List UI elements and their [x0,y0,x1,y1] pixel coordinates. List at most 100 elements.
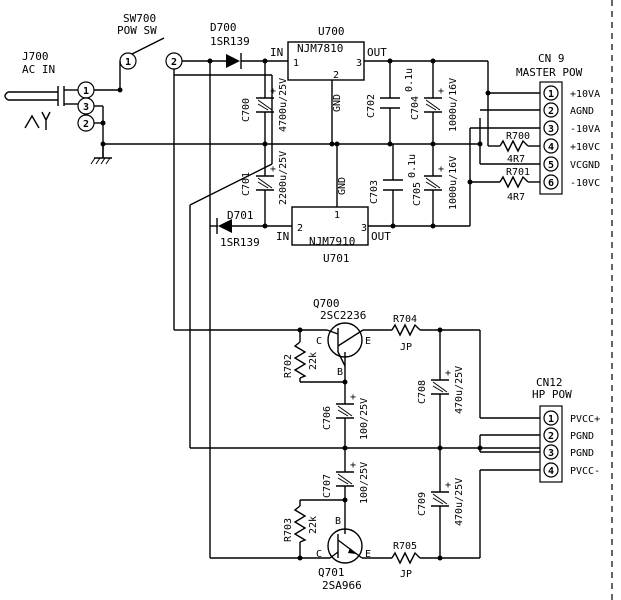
svg-text:4R7: 4R7 [507,192,525,203]
svg-text:1: 1 [83,86,89,97]
capacitor-c707: + C707 100/25V [322,460,370,504]
svg-text:C: C [316,549,322,560]
svg-text:R701: R701 [506,167,530,178]
svg-text:R703: R703 [283,518,294,542]
regulator-u700: U700 NJM7810 1 3 2 IN OUT GND [270,25,387,112]
svg-text:2SA966: 2SA966 [322,579,362,592]
capacitor-c701: + C701 2200u/25V [241,151,289,205]
svg-text:E: E [365,549,371,560]
svg-text:PGND: PGND [570,431,594,442]
svg-text:C703: C703 [369,180,380,204]
svg-text:+: + [270,164,276,175]
svg-text:R702: R702 [283,354,294,378]
svg-text:GND: GND [332,94,343,112]
svg-text:2: 2 [333,70,339,81]
diode-d701: D701 1SR139 [216,209,260,249]
svg-text:+: + [350,460,356,471]
hp-junction-dots [297,327,483,561]
junction-dots [100,58,491,229]
svg-text:C702: C702 [366,94,377,118]
capacitor-c705: + C705 1000u/16V [412,156,459,210]
svg-text:4: 4 [548,466,554,477]
resistor-r704: R704 JP [391,314,421,353]
svg-text:R704: R704 [393,314,417,325]
svg-text:B: B [337,367,343,378]
svg-text:C: C [316,336,322,347]
svg-text:3: 3 [361,223,367,234]
u701-part: NJM7910 [309,235,355,248]
svg-text:3: 3 [548,124,554,135]
capacitor-c709: + C709 470u/25V [417,478,465,526]
svg-text:1: 1 [548,89,554,100]
svg-text:0.1u: 0.1u [404,68,415,92]
svg-text:4: 4 [548,142,554,153]
svg-text:VCGND: VCGND [570,160,600,171]
resistor-r701: R701 4R7 [499,167,530,203]
svg-text:3: 3 [548,448,554,459]
svg-text:22k: 22k [308,352,319,370]
svg-text:2200u/25V: 2200u/25V [278,151,289,205]
diode-d700-ref: D700 [210,21,237,34]
svg-text:AGND: AGND [570,106,594,117]
switch-name: POW SW [117,24,157,37]
jack-ref: J700 [22,50,49,63]
cn9-pin [543,156,559,172]
jack-name: AC IN [22,63,55,76]
svg-text:JP: JP [400,569,412,580]
svg-text:PGND: PGND [570,448,594,459]
capacitor-c704: + C704 1000u/16V [410,78,459,132]
svg-text:0.1u: 0.1u [407,154,418,178]
svg-text:1000u/16V: 1000u/16V [448,78,459,132]
resistor-r705: R705 JP [391,541,421,580]
diode-d701-part: 1SR139 [220,236,260,249]
svg-text:C700: C700 [241,98,252,122]
transistor-q700: Q700 2SC2236 C E B [313,297,371,378]
resistor-r700: R700 4R7 [499,131,530,165]
cn9-pin [543,85,559,101]
svg-text:-10VA: -10VA [570,124,600,135]
svg-text:2SC2236: 2SC2236 [320,309,366,322]
svg-text:4700u/25V: 4700u/25V [278,78,289,132]
capacitor-c706: + C706 100/25V [322,392,370,440]
cn9-pin [543,120,559,136]
svg-text:+10VC: +10VC [570,142,600,153]
svg-text:C701: C701 [241,172,252,196]
svg-text:Q700: Q700 [313,297,340,310]
svg-text:E: E [365,336,371,347]
svg-text:3: 3 [356,58,362,69]
svg-text:C707: C707 [322,474,333,498]
cn9-ref: CN 9 [538,52,565,65]
diode-d700: D700 1SR139 [210,21,250,69]
switch-ref: SW700 [123,12,156,25]
c704-ref-alias: C704 [410,96,421,120]
svg-text:CN12: CN12 [536,376,563,389]
svg-text:2: 2 [548,431,554,442]
svg-text:OUT: OUT [367,46,387,59]
resistor-r702: R702 22k [283,341,319,379]
svg-text:HP POW: HP POW [532,388,572,401]
svg-text:1: 1 [293,58,299,69]
switch-sw700: SW700 POW SW 1 2 [117,12,183,70]
jack-symbol-icon [24,111,51,130]
regulator-u701: NJM7910 2 3 1 IN OUT GND U701 [276,177,391,265]
svg-text:PVCC+: PVCC+ [570,414,600,425]
hp-wiring [190,329,540,559]
svg-text:+: + [350,392,356,403]
svg-text:+: + [445,480,451,491]
capacitor-c702: C702 0.1u [366,68,415,118]
svg-text:2: 2 [83,119,89,130]
u701-ref: U701 [323,252,350,265]
svg-text:100/25V: 100/25V [359,462,370,504]
wiring [94,60,540,559]
svg-text:+: + [438,164,444,175]
svg-text:2: 2 [297,223,303,234]
svg-text:22k: 22k [308,516,319,534]
svg-text:+: + [438,86,444,97]
cn9-pin [543,174,559,190]
switch-lever [131,37,165,55]
u700-ref: U700 [318,25,345,38]
svg-text:C709: C709 [417,492,428,516]
cn9-pin [543,138,559,154]
svg-text:OUT: OUT [371,230,391,243]
svg-text:6: 6 [548,178,554,189]
